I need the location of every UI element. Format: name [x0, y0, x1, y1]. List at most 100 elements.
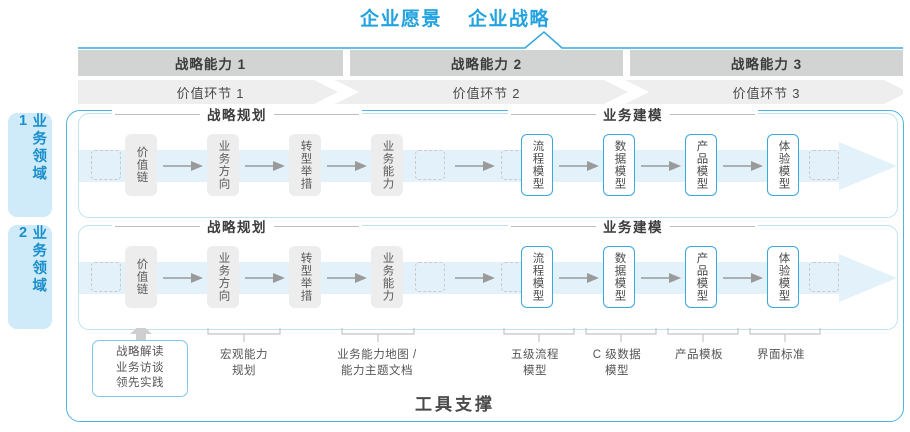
node-label: 产品模型	[695, 140, 708, 190]
node-label: 业务方向	[217, 140, 230, 190]
arrow-icon	[245, 161, 285, 171]
arrow-icon	[245, 273, 285, 283]
rule	[670, 225, 755, 227]
bottom-label-strategy-interpretation[interactable]: 战略解读 业务访谈 领先实践	[92, 340, 188, 397]
placeholder-node-mid-2	[415, 262, 445, 292]
value-chain-bar: 价值环节 1 价值环节 2 价值环节 3	[78, 80, 903, 104]
node-label: 价值链	[135, 146, 148, 184]
capability-cell-1[interactable]: 战略能力 1	[78, 50, 343, 76]
rule	[274, 113, 359, 115]
sidebar-tab-domain-1-label: 业务领域 1	[15, 113, 47, 183]
capability-gap	[623, 50, 630, 76]
value-chain-spacer	[343, 80, 350, 104]
group-title-text: 战略规划	[207, 108, 267, 123]
node-label: 业务能力	[381, 140, 394, 190]
placeholder-node-start-1	[91, 150, 121, 180]
capability-bar: 战略能力 1 战略能力 2 战略能力 3	[78, 50, 903, 76]
placeholder-node-start-2	[91, 262, 121, 292]
node-r2-experience-model[interactable]: 体验模型	[767, 246, 799, 308]
top-titles: 企业愿景 企业战略	[0, 4, 910, 31]
group-title-r2-business-modeling: 业务建模	[508, 218, 758, 235]
group-title-r2-strategic-planning: 战略规划	[112, 218, 362, 235]
node-r2-transformation-action[interactable]: 转型举措	[289, 246, 321, 308]
rule	[511, 225, 596, 227]
node-label: 业务方向	[217, 252, 230, 302]
framework-container	[66, 110, 904, 422]
node-label: 体验模型	[777, 140, 790, 190]
placeholder-node-mid-1	[415, 150, 445, 180]
value-chain-bar-bg	[78, 80, 903, 104]
bottom-label-five-level-process-model: 五级流程 模型	[511, 349, 559, 377]
node-label: 价值链	[135, 258, 148, 296]
value-chain-cell-1[interactable]: 价值环节 1	[176, 85, 245, 101]
top-title-vision: 企业愿景	[359, 9, 442, 30]
bottom-label-interface-standard: 界面标准	[757, 349, 805, 361]
node-r1-product-model[interactable]: 产品模型	[685, 134, 717, 196]
arrow-icon	[455, 273, 495, 283]
arrow-icon	[641, 273, 681, 283]
node-label: 流程模型	[531, 252, 544, 302]
node-r2-data-model[interactable]: 数据模型	[603, 246, 635, 308]
bottom-label-macro-capability-planning: 宏观能力 规划	[220, 349, 268, 377]
group-title-r1-strategic-planning: 战略规划	[112, 106, 362, 123]
node-r1-business-capability[interactable]: 业务能力	[371, 134, 403, 196]
arrow-icon	[327, 273, 367, 283]
footer-tool-support: 工具支撑	[415, 395, 495, 414]
node-r2-business-capability[interactable]: 业务能力	[371, 246, 403, 308]
arrow-icon	[327, 161, 367, 171]
node-r2-business-direction[interactable]: 业务方向	[207, 246, 239, 308]
node-label: 体验模型	[777, 252, 790, 302]
node-r1-experience-model[interactable]: 体验模型	[767, 134, 799, 196]
node-label: 流程模型	[531, 140, 544, 190]
node-label: 产品模型	[695, 252, 708, 302]
node-label: 业务能力	[381, 252, 394, 302]
value-chain-labels: 价值环节 1 价值环节 2 价值环节 3	[78, 80, 903, 104]
node-r2-process-model[interactable]: 流程模型	[521, 246, 553, 308]
value-chain-cell-2[interactable]: 价值环节 2	[452, 85, 521, 101]
node-r1-business-direction[interactable]: 业务方向	[207, 134, 239, 196]
arrow-icon	[641, 161, 681, 171]
bottom-label-capability-map: 业务能力地图 / 能力主题文档	[337, 349, 417, 377]
node-r1-process-model[interactable]: 流程模型	[521, 134, 553, 196]
value-chain-spacer	[623, 80, 630, 104]
placeholder-node-end-2	[809, 262, 839, 292]
arrow-icon	[723, 161, 763, 171]
node-label: 数据模型	[613, 252, 626, 302]
node-r1-data-model[interactable]: 数据模型	[603, 134, 635, 196]
top-title-strategy: 企业战略	[468, 9, 551, 30]
node-r2-product-model[interactable]: 产品模型	[685, 246, 717, 308]
value-chain-chevron-notches	[314, 80, 903, 104]
bottom-label-c-level-data-model: C 级数据 模型	[592, 349, 642, 377]
arrow-icon	[455, 161, 495, 171]
node-label: 转型举措	[299, 140, 312, 190]
bottom-label-product-template: 产品模板	[675, 349, 723, 361]
sidebar-tab-domain-2[interactable]: 业务领域 2	[8, 225, 52, 329]
node-r1-value-chain[interactable]: 价值链	[125, 134, 157, 196]
rule	[511, 113, 596, 115]
group-title-r1-business-modeling: 业务建模	[508, 106, 758, 123]
arrow-icon	[559, 161, 599, 171]
capability-cell-2[interactable]: 战略能力 2	[350, 50, 623, 76]
group-title-text: 业务建模	[603, 220, 663, 235]
bottom-connectors	[130, 328, 821, 344]
rule	[274, 225, 359, 227]
sidebar-tab-domain-1[interactable]: 业务领域 1	[8, 113, 52, 217]
domain-row-2: 价值链 业务方向 转型举措 业务能力 流程模型	[78, 225, 898, 330]
arrow-icon	[723, 273, 763, 283]
arrow-icon	[559, 273, 599, 283]
value-chain-cell-3[interactable]: 价值环节 3	[732, 85, 801, 101]
sidebar-tab-domain-2-label: 业务领域 2	[15, 225, 47, 295]
group-title-text: 业务建模	[603, 108, 663, 123]
rule	[115, 113, 200, 115]
strategy-connector-line	[78, 30, 903, 49]
node-r2-value-chain[interactable]: 价值链	[125, 246, 157, 308]
capability-cell-3[interactable]: 战略能力 3	[630, 50, 903, 76]
arrow-icon	[163, 273, 203, 283]
rule	[115, 225, 200, 227]
node-label: 转型举措	[299, 252, 312, 302]
domain-row-1: 价值链 业务方向 转型举措 业务能力 流程模型	[78, 113, 898, 218]
group-title-text: 战略规划	[207, 220, 267, 235]
node-r1-transformation-action[interactable]: 转型举措	[289, 134, 321, 196]
node-label: 数据模型	[613, 140, 626, 190]
